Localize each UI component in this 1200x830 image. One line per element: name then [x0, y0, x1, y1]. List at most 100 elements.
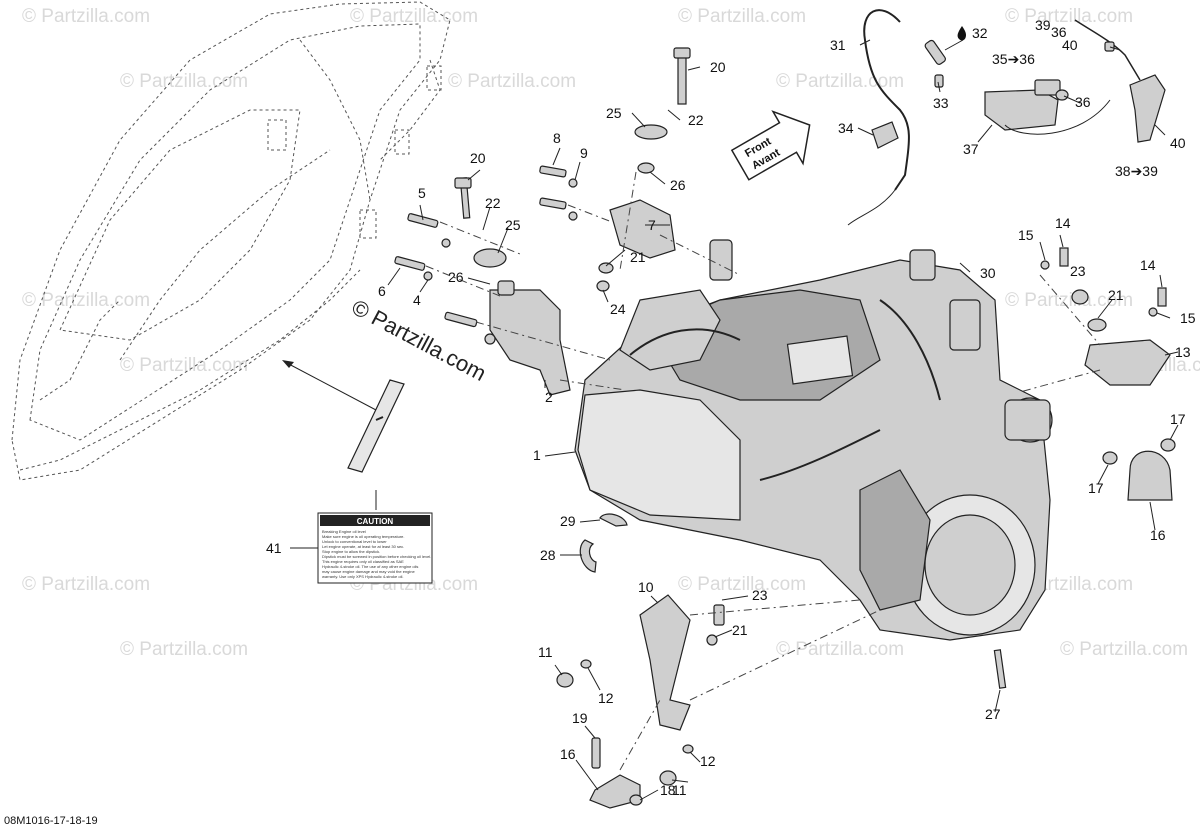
callout[interactable]: 16	[1150, 527, 1166, 543]
callout[interactable]: 13	[1175, 344, 1191, 360]
callout[interactable]: 1	[533, 447, 541, 463]
arrow-head-icon	[282, 360, 294, 368]
callout[interactable]: 15	[1018, 227, 1034, 243]
watermark: © Partzilla.com	[120, 355, 248, 376]
caution-line: Unlock to conventional level to lower	[322, 539, 387, 544]
callout[interactable]: 32	[972, 25, 988, 41]
callout[interactable]: 20	[710, 59, 726, 75]
lower-support-parts	[556, 513, 1007, 809]
watermark: © Partzilla.com	[776, 71, 904, 92]
engine-support-7	[609, 199, 676, 259]
callout[interactable]: 6	[378, 283, 386, 299]
callout[interactable]: 40	[1062, 37, 1078, 53]
watermark: © Partzilla.com	[350, 6, 478, 27]
callout[interactable]: 2	[545, 389, 553, 405]
callout[interactable]: 26	[670, 177, 686, 193]
caution-line: may cause engine damage and may void the…	[322, 569, 416, 574]
rear-support-parts	[394, 177, 626, 396]
callout[interactable]: 38➔39	[1115, 163, 1158, 179]
callouts: 1 2 4 5 6 7 8 9 10 11 11 12 12 13 14 14 …	[266, 17, 1196, 798]
callout[interactable]: 40	[1170, 135, 1186, 151]
watermark: © Partzilla.com	[448, 71, 576, 92]
callout[interactable]: 36	[1051, 24, 1067, 40]
bracket-38	[1129, 74, 1166, 143]
callout[interactable]: 37	[963, 141, 979, 157]
callout[interactable]: 19	[572, 710, 588, 726]
watermark: © Partzilla.com	[22, 574, 150, 595]
callout[interactable]: 41	[266, 540, 282, 556]
front-direction-arrow: Front Avant	[730, 110, 811, 181]
caution-line: Hydraulic 4-stroke oil. The use of any o…	[322, 564, 418, 569]
right-support-parts	[1019, 247, 1176, 501]
callout[interactable]: 36	[1075, 94, 1091, 110]
callout[interactable]: 20	[470, 150, 486, 166]
callout[interactable]: 27	[985, 706, 1001, 722]
watermark: © Partzilla.com	[120, 71, 248, 92]
callout[interactable]: 18	[660, 782, 676, 798]
watermark: © Partzilla.com	[120, 639, 248, 660]
watermark: © Partzilla.com	[1005, 290, 1133, 311]
callout[interactable]: 39	[1035, 17, 1051, 33]
callout[interactable]: 8	[553, 130, 561, 146]
dipstick-27	[993, 649, 1007, 689]
callout[interactable]: 25	[505, 217, 521, 233]
body-panel-outline	[11, 1, 451, 481]
caution-line: Breaking Engine oil level	[322, 529, 366, 534]
leader-lines	[290, 39, 1179, 801]
engine-support-2	[489, 289, 571, 396]
watermark: © Partzilla.com	[1060, 639, 1188, 660]
callout[interactable]: 33	[933, 95, 949, 111]
caution-title: CAUTION	[357, 517, 394, 526]
callout[interactable]: 29	[560, 513, 576, 529]
callout[interactable]: 34	[838, 120, 854, 136]
engine-mount-16	[1127, 450, 1173, 501]
callout[interactable]: 21	[630, 249, 646, 265]
callout[interactable]: 21	[1108, 287, 1124, 303]
sensor-harness-parts	[847, 9, 1166, 226]
callout[interactable]: 4	[413, 292, 421, 308]
callout[interactable]: 17	[1088, 480, 1104, 496]
callout[interactable]: 30	[980, 265, 996, 281]
watermark-center: © Partzilla.com	[348, 294, 491, 386]
callout[interactable]: 22	[485, 195, 501, 211]
caution-line: warranty. Use only XPS Hydraulic 4-strok…	[322, 574, 404, 579]
callout[interactable]: 17	[1170, 411, 1186, 427]
caution-label-group: CAUTION Breaking Engine oil level Make s…	[282, 360, 433, 584]
callout[interactable]: 12	[598, 690, 614, 706]
callout[interactable]: 26	[448, 269, 464, 285]
caution-line: Let engine operate, at least for at leas…	[322, 544, 404, 549]
caution-line: Make sure engine is oil operating temper…	[322, 534, 405, 539]
callout[interactable]: 28	[540, 547, 556, 563]
callout[interactable]: 5	[418, 185, 426, 201]
callout[interactable]: 11	[672, 782, 687, 798]
callout[interactable]: 14	[1140, 257, 1156, 273]
callout[interactable]: 23	[1070, 263, 1086, 279]
callout[interactable]: 22	[688, 112, 704, 128]
callout[interactable]: 24	[610, 301, 626, 317]
callout[interactable]: 31	[830, 37, 846, 53]
caution-line: Dipstick must be screwed in position bef…	[322, 554, 431, 559]
front-support-parts	[539, 47, 741, 292]
callout[interactable]: 10	[638, 579, 654, 595]
callout[interactable]: 9	[580, 145, 588, 161]
callout[interactable]: 7	[648, 217, 656, 233]
watermark: © Partzilla.com	[678, 574, 806, 595]
engine-support-10	[639, 594, 691, 731]
engine-support-13	[1084, 339, 1171, 386]
callout[interactable]: 25	[606, 105, 622, 121]
watermark: © Partzilla.com	[678, 6, 806, 27]
callout[interactable]: 35➔36	[992, 51, 1035, 67]
callout[interactable]: 21	[732, 622, 748, 638]
callout[interactable]: 11	[538, 644, 553, 660]
callout[interactable]: 14	[1055, 215, 1071, 231]
warning-sticker-strip	[347, 379, 405, 473]
callout[interactable]: 23	[752, 587, 768, 603]
watermark: © Partzilla.com	[22, 290, 150, 311]
callout[interactable]: 15	[1180, 310, 1196, 326]
watermark: © Partzilla.com	[22, 6, 150, 27]
callout[interactable]: 12	[700, 753, 716, 769]
callout[interactable]: 16	[560, 746, 576, 762]
cover-34	[871, 121, 899, 149]
watermark: © Partzilla.com	[1005, 6, 1133, 27]
